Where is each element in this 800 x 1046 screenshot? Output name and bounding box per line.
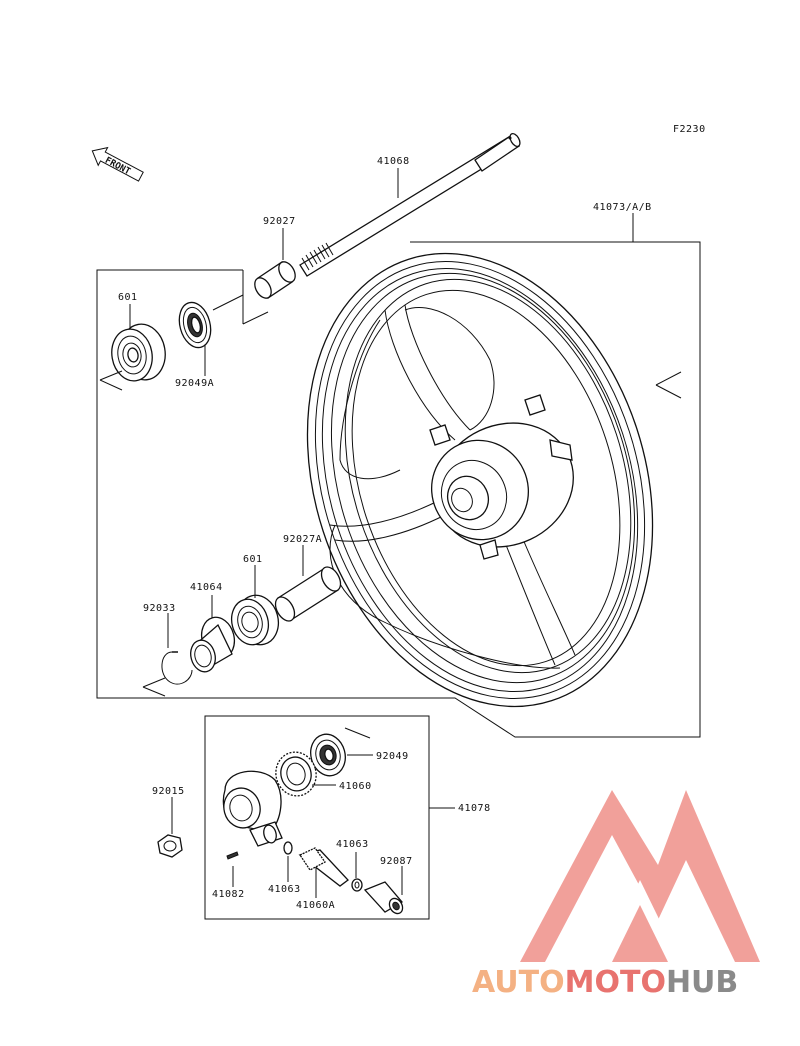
label-seal-gear: 92049: [376, 751, 409, 762]
circlip: [161, 651, 193, 685]
label-pin: 41082: [212, 889, 245, 900]
label-circlip: 92033: [143, 603, 176, 614]
figure-code: F2230: [673, 124, 706, 135]
svg-text:AUTOMOTOHUB: AUTOMOTOHUB: [472, 965, 738, 1000]
seal-left: [178, 301, 212, 349]
collar-left: [254, 261, 296, 299]
label-bearing-right: 601: [243, 554, 263, 565]
arrow-wheel: [655, 371, 682, 399]
front-arrow-icon: FRONT: [91, 146, 144, 182]
bearing-left: [111, 323, 166, 382]
leader-seal-axle: [212, 294, 244, 311]
label-collar-left: 92027: [263, 216, 296, 227]
washer-a: [283, 841, 293, 855]
collar-right: [274, 566, 342, 622]
watermark-moto: MOTO: [565, 965, 666, 1000]
gear-housing: [222, 770, 283, 847]
label-gear: 41060: [339, 781, 372, 792]
arrow-circlip: [142, 677, 166, 697]
watermark-auto: AUTO: [472, 965, 565, 1000]
arrow-seal-gear: [344, 727, 371, 739]
watermark-logo: AUTOMOTOHUB: [472, 790, 760, 1000]
gear: [275, 751, 317, 797]
label-hub-cap: 41064: [190, 582, 223, 593]
arrow-bearing-left: [99, 370, 123, 391]
label-wheel: 41073/A/B: [593, 202, 652, 213]
label-washer-a: 41063: [268, 884, 301, 895]
axle: [299, 132, 521, 277]
label-bearing-left: 601: [118, 292, 138, 303]
main-assembly-outline: [96, 241, 701, 738]
seal-gear: [310, 733, 346, 777]
bearing-right: [230, 594, 280, 646]
watermark-hub: HUB: [666, 965, 738, 1000]
label-collar-right: 92027A: [283, 534, 322, 545]
label-seal-left: 92049A: [175, 378, 214, 389]
pinion: [298, 847, 349, 887]
label-washer-b: 41063: [336, 839, 369, 850]
gearbox-outline: [204, 715, 455, 920]
bushing: [363, 881, 404, 915]
label-bushing: 92087: [380, 856, 413, 867]
label-axle: 41068: [377, 156, 410, 167]
wheel-hub: [429, 394, 574, 560]
nut: [157, 834, 183, 858]
washer-b: [351, 878, 363, 892]
label-gearbox: 41078: [458, 803, 491, 814]
hub-cap: [190, 616, 236, 673]
label-pinion: 41060A: [296, 900, 335, 911]
pin: [226, 851, 239, 860]
label-nut: 92015: [152, 786, 185, 797]
